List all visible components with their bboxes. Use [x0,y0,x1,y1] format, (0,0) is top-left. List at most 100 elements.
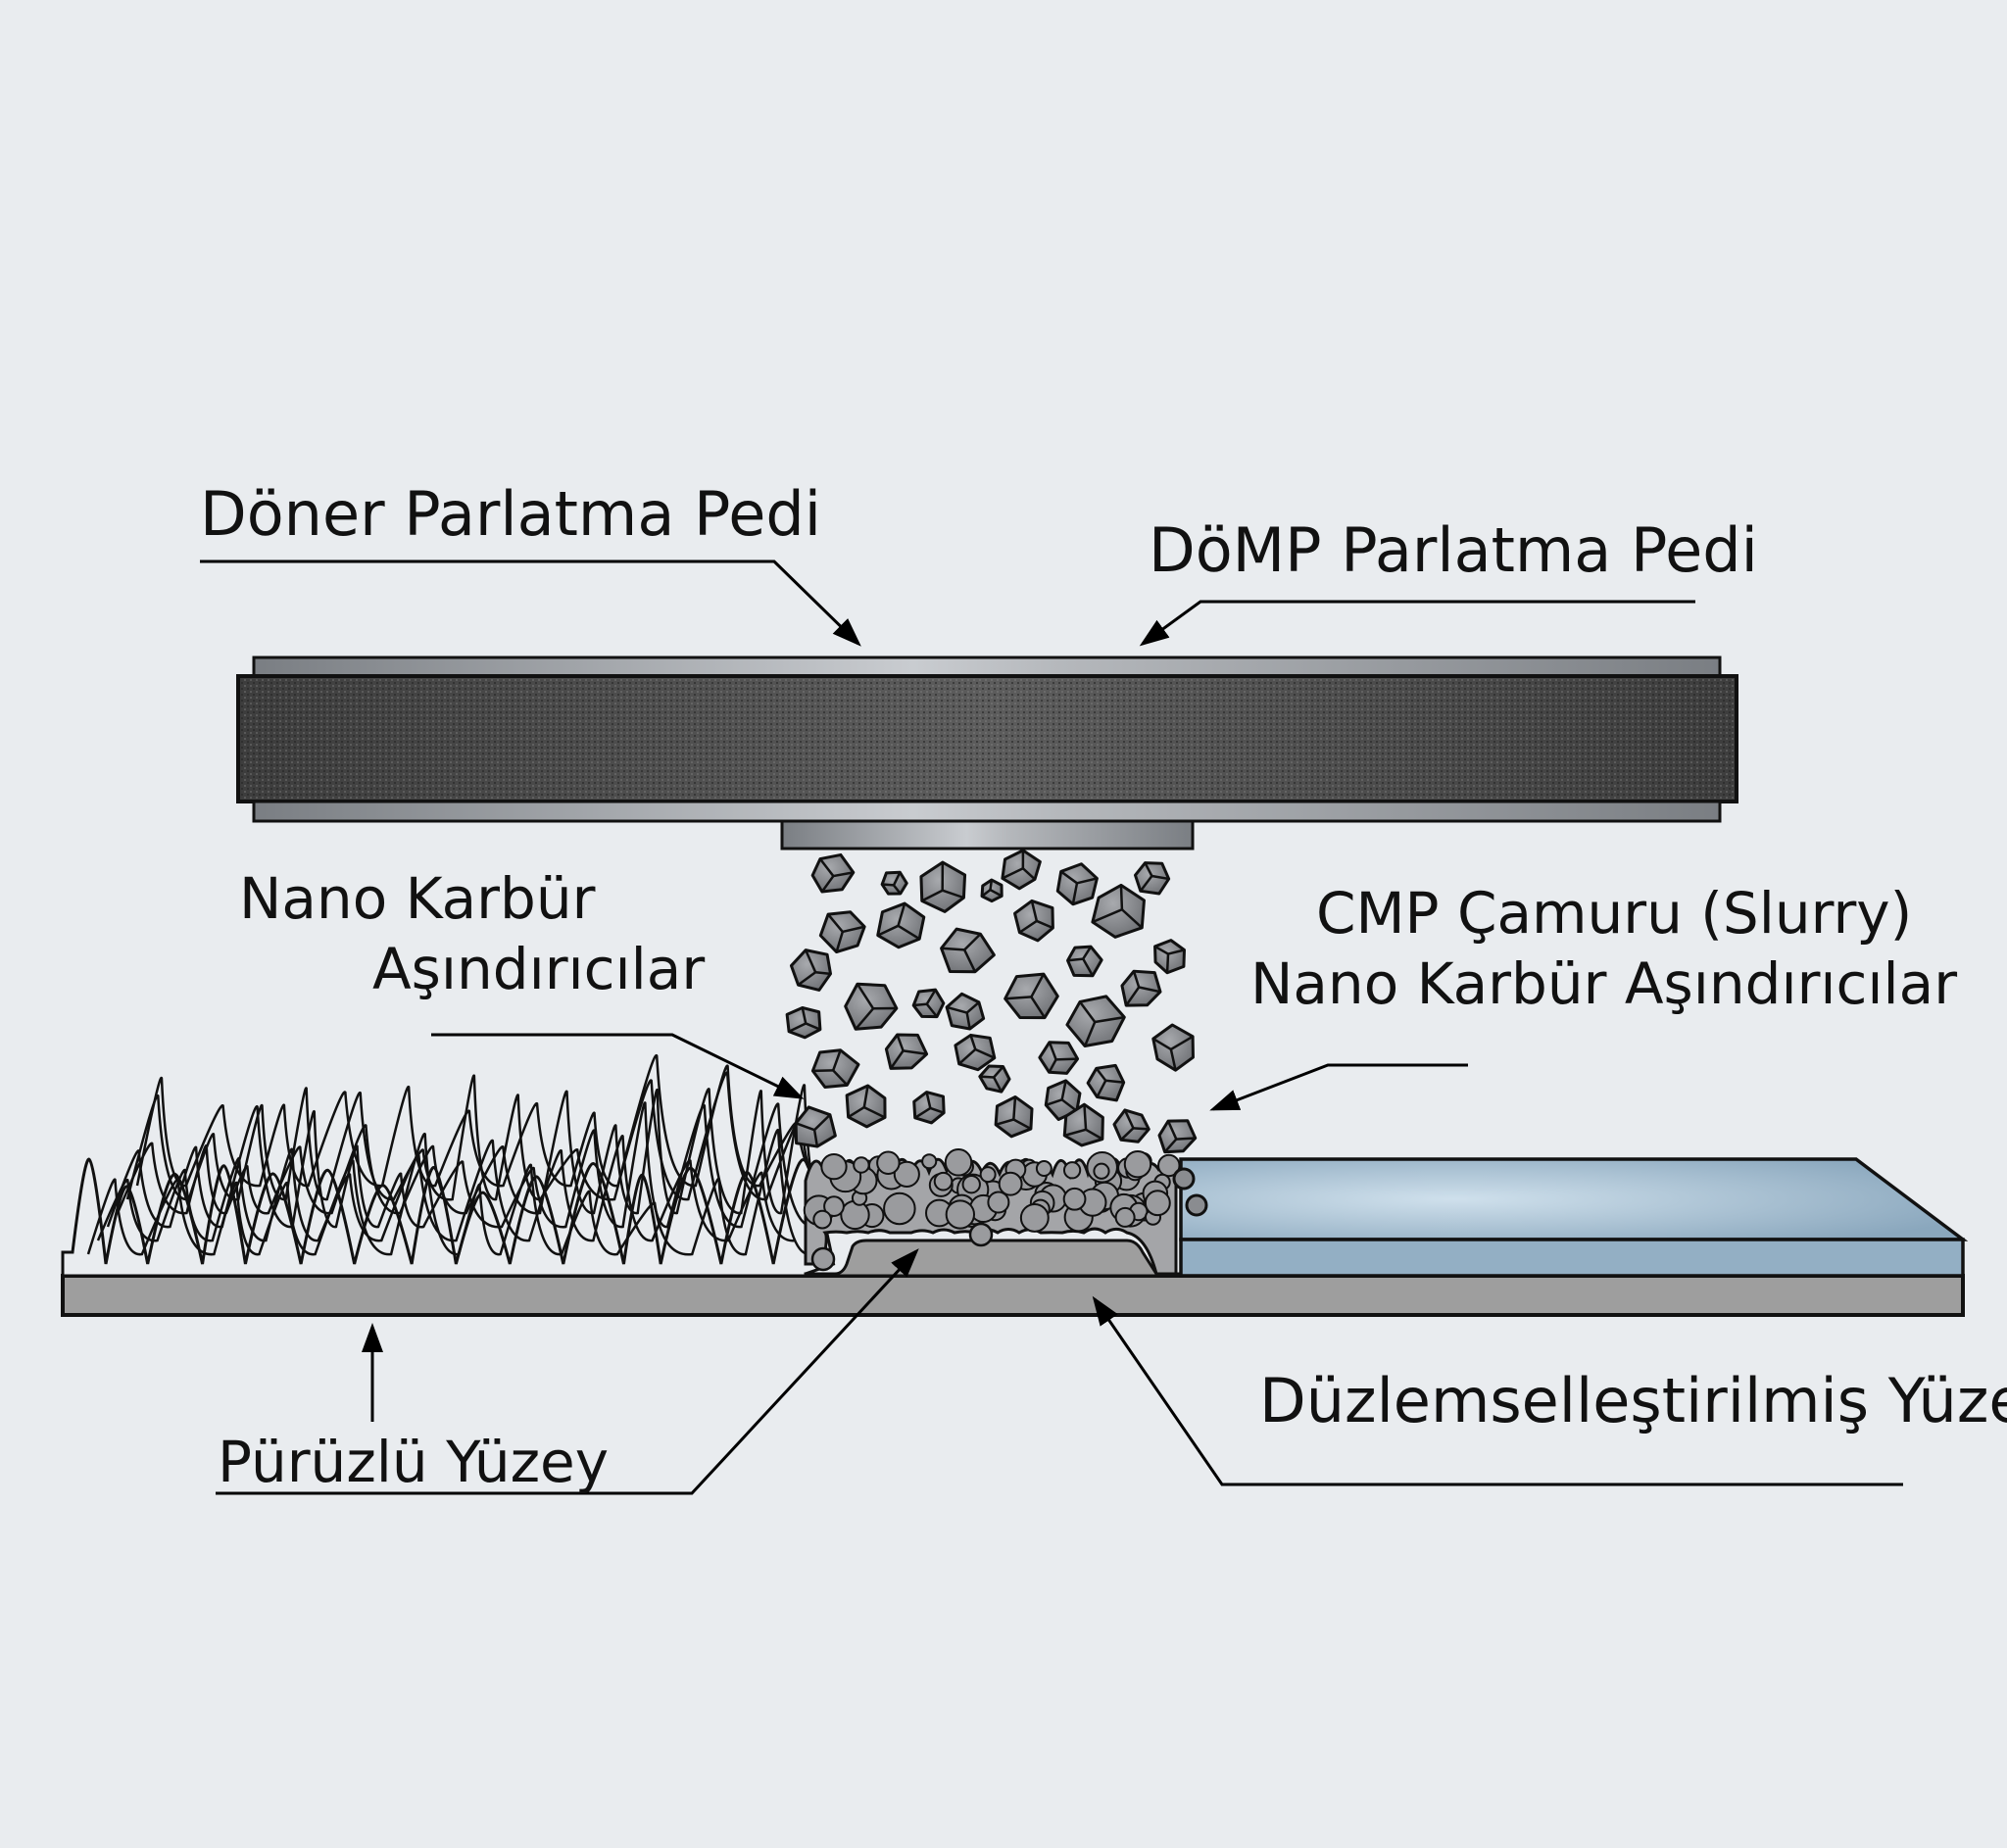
abrasive-particle [1112,1108,1150,1143]
planarized-blue-layer [1172,1157,1969,1278]
slurry-particle [933,1171,954,1191]
abrasive-particle [912,1091,946,1125]
pad-texture [240,678,1735,800]
slurry-particle [968,1222,994,1247]
abrasive-particle [978,1064,1011,1094]
abrasive-particle [1001,849,1042,891]
slurry-particle [893,1160,920,1188]
slurry-particle [987,1191,1010,1214]
abrasive-particle [1055,862,1099,906]
slurry-particle [883,1191,916,1226]
slurry-particle [1035,1160,1052,1177]
slurry-particle [876,1150,901,1176]
slurry-contact-zone [803,1148,1183,1278]
slurry-particle [840,1199,870,1231]
abrasive-particle [845,1084,887,1129]
slurry-particle [1144,1190,1171,1217]
slurry-particle [944,1148,973,1177]
leader-abrasives [431,1033,805,1099]
abrasive-particle [1120,969,1162,1007]
abrasive-particle [818,910,866,954]
abrasive-particle [1133,861,1171,896]
abrasive-particle [1044,1079,1082,1122]
rough-surface [61,1054,836,1278]
leader-rough-surface-step [216,1248,919,1495]
small-particle [1185,1193,1208,1217]
leader-slurry [1209,1063,1468,1111]
leader-lines [200,559,1903,1495]
abrasive-particle [789,948,833,992]
abrasive-particle [1038,1041,1080,1075]
abrasive-particle [1065,995,1126,1048]
abrasive-particle [1091,883,1146,939]
rough-peak-line [135,1054,836,1188]
label-rough-surface: Pürüzlü Yüzey [218,1429,609,1495]
abrasive-particle [876,901,926,949]
abrasive-particle [794,1105,837,1148]
rough-peak-line [96,1135,796,1242]
pad-holder [780,819,1195,851]
abrasive-particle [1062,1102,1104,1147]
slurry-particle [853,1156,870,1174]
slurry-particle [921,1153,938,1170]
substrate [61,1274,1965,1317]
rough-peak-line [86,1129,811,1256]
labels: Döner Parlatma Pedi DöMP Parlatma Pedi N… [200,478,2007,1495]
leader-domp-pad [1139,600,1695,647]
slurry-particle [945,1199,976,1230]
slurry-particle [1019,1202,1050,1233]
rotating-polishing-pad [236,656,1738,851]
pad-bottom-plate [252,800,1722,823]
raised-step [804,1239,1183,1278]
label-rotating-pad: Döner Parlatma Pedi [200,478,821,550]
label-planarized-surface: Düzlemselleştirilmiş Yüzey [1259,1365,2007,1436]
abrasive-particle [880,870,908,896]
abrasive-particle [1151,1023,1195,1072]
abrasive-particle [919,860,967,913]
slurry-particle [998,1171,1023,1196]
slurry-particle [820,1152,848,1181]
substrate-base [61,1274,1965,1317]
label-abrasives-line2: Aşındırıcılar [372,936,705,1002]
slurry-particle [1062,1187,1087,1211]
abrasive-particle [1153,939,1186,975]
slurry-particle [961,1175,981,1194]
slurry-particle [1093,1162,1110,1180]
slurry-particle [810,1246,836,1272]
slurry-particle [1114,1206,1136,1228]
leader-rotating-pad [200,559,861,647]
slurry-particle [979,1166,997,1184]
slurry-particle [812,1209,833,1230]
abrasive-particle [940,927,996,974]
rough-peak-line [106,1101,816,1229]
abrasive-particle [1066,945,1103,978]
slurry-particle [1062,1161,1082,1180]
label-abrasives-line1: Nano Karbür [239,865,596,932]
label-slurry-line1: CMP Çamuru (Slurry) [1316,880,1912,947]
label-slurry-line2: Nano Karbür Aşındırıcılar [1250,950,1957,1017]
slurry-particles [803,1148,1181,1272]
abrasive-particle [810,1048,860,1089]
abrasive-particle [1013,899,1054,943]
abrasive-particle [1004,972,1059,1020]
slurry-particle [823,1195,845,1217]
abrasive-particle [785,1005,822,1040]
abrasive-particle [810,852,856,894]
blue-layer-top [1179,1157,1969,1241]
small-particle [1172,1167,1196,1191]
abrasive-particle [954,1033,997,1072]
abrasive-particle [980,878,1004,903]
slurry-particle [1123,1149,1152,1179]
blue-layer-front [1179,1238,1965,1278]
leader-planarized [1092,1295,1903,1486]
nano-carbide-abrasive-particles [785,849,1198,1154]
abrasive-particle [911,988,946,1019]
abrasive-particle [1086,1063,1126,1102]
abrasive-particle [884,1033,929,1070]
abrasive-particle [1157,1119,1198,1154]
abrasive-particle [945,992,986,1031]
label-domp-pad: DöMP Parlatma Pedi [1149,514,1758,586]
abrasive-particle [844,982,899,1031]
abrasive-particle [994,1094,1034,1139]
